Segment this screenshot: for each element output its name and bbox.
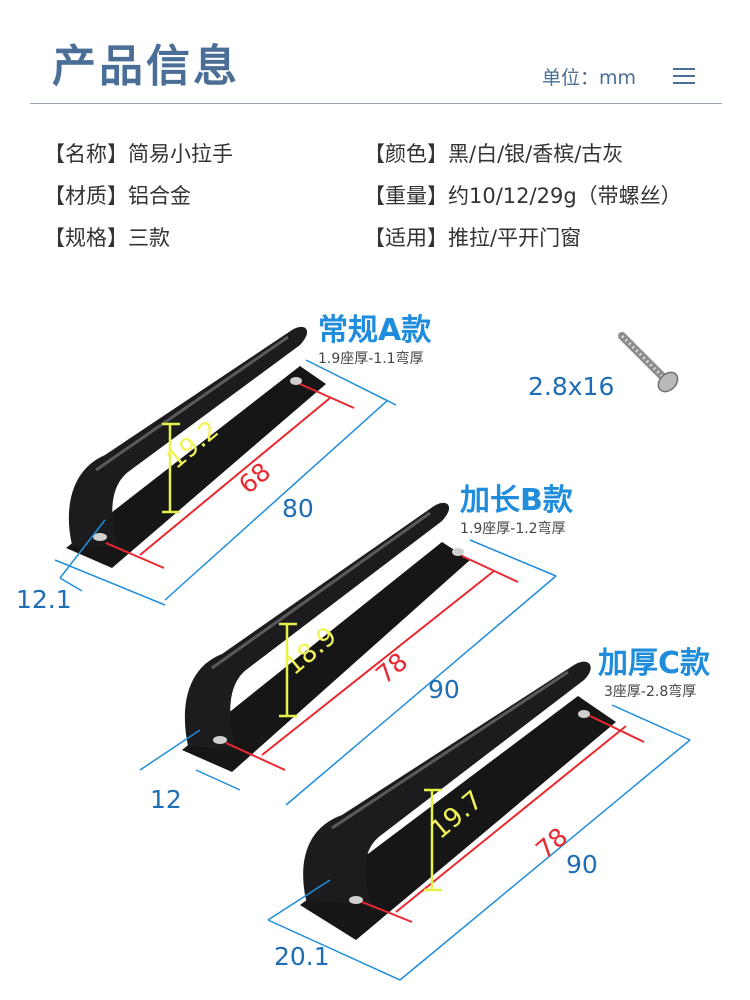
model-b-subtitle: 1.9座厚-1.2弯厚 <box>460 521 566 537</box>
model-c-title: 加厚C款 <box>598 646 711 681</box>
length-label-a: 80 <box>282 494 314 523</box>
handle-a-illustration <box>66 326 326 568</box>
spec-material: 【材质】铝合金 <box>44 184 191 208</box>
hole-spacing-label-a: 68 <box>233 457 276 500</box>
width-label-a: 12.1 <box>16 585 72 614</box>
model-c-subtitle: 3座厚-2.8弯厚 <box>604 684 697 700</box>
spec-color: 【颜色】黑/白/银/香槟/古灰 <box>364 142 624 166</box>
menu-icon[interactable] <box>673 68 695 86</box>
width-label-c: 20.1 <box>274 942 330 971</box>
length-label-c: 90 <box>566 850 598 879</box>
spec-usage: 【适用】推拉/平开门窗 <box>364 226 582 250</box>
header-divider <box>30 103 722 104</box>
spec-name: 【名称】简易小拉手 <box>44 142 233 166</box>
handle-b-illustration <box>182 502 470 772</box>
hole-spacing-label-b: 78 <box>370 647 413 690</box>
spec-size: 【规格】三款 <box>44 226 170 250</box>
screw-icon <box>618 332 679 393</box>
model-a-title: 常规A款 <box>318 313 432 348</box>
screw-label: 2.8x16 <box>528 372 615 401</box>
length-label-b: 90 <box>428 675 460 704</box>
page-title: 产品信息 <box>52 41 240 92</box>
width-label-b: 12 <box>150 785 182 814</box>
handle-c-illustration <box>300 661 616 940</box>
unit-label: 单位：mm <box>542 67 637 89</box>
spec-weight: 【重量】约10/12/29g（带螺丝） <box>364 184 682 208</box>
model-b-title: 加长B款 <box>460 483 573 518</box>
model-a-subtitle: 1.9座厚-1.1弯厚 <box>318 351 424 367</box>
